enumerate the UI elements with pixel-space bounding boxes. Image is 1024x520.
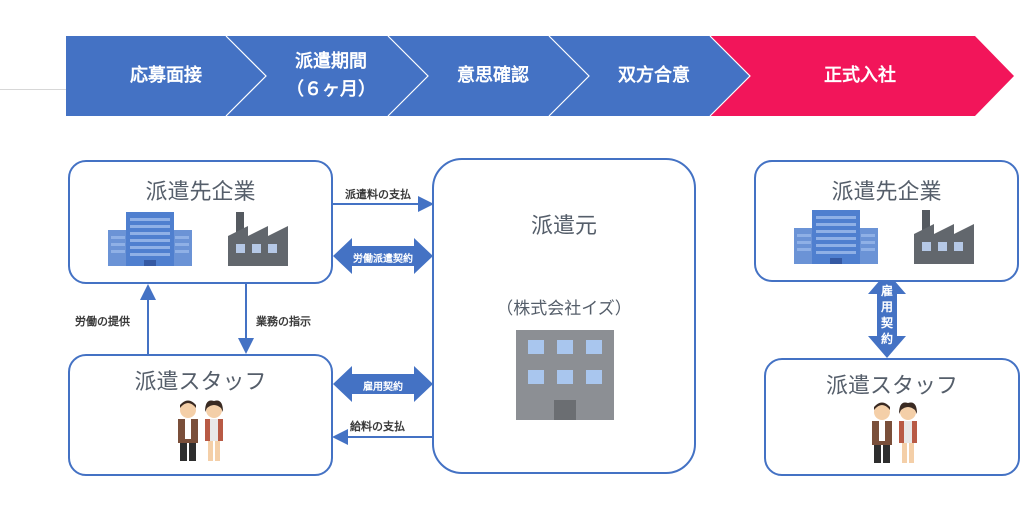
step-shape-4 [549, 36, 750, 116]
step-mutual-agreement: 双方合意 [618, 65, 690, 86]
client-company-box: 派遣先企業 [68, 160, 333, 284]
step-shape-1 [66, 36, 266, 116]
step-shape-3 [388, 36, 589, 116]
header-divider [0, 89, 66, 90]
step-intent-confirmation: 意思確認 [457, 65, 529, 86]
factory-icon [228, 212, 288, 266]
step-official-hire: 正式入社 [824, 65, 896, 86]
work-instruction-label: 業務の指示 [256, 315, 311, 328]
person-female-icon [899, 402, 917, 463]
person-male-icon [178, 400, 198, 461]
right-employment-contract-label: 雇 用 契 約 [880, 284, 893, 346]
salary-payment-label: 給料の支払 [350, 420, 405, 433]
client-company-title: 派遣先企業 [145, 180, 256, 205]
step-shape-2 [226, 36, 428, 116]
fee-payment-label: 派遣料の支払 [345, 188, 411, 201]
office-building-icon [108, 212, 192, 266]
labor-provision-label: 労働の提供 [75, 315, 130, 328]
person-female-icon [205, 400, 223, 461]
staff-box: 派遣スタッフ [68, 354, 333, 476]
step-dispatch-period: 派遣期間 （６ヶ月） [286, 51, 376, 100]
right-employment-contract-arrow [868, 272, 906, 358]
right-staff-title: 派遣スタッフ [825, 374, 958, 399]
process-flow-arrows [66, 35, 1014, 117]
office-building-icon [794, 210, 878, 264]
right-client-company-box: 派遣先企業 [754, 160, 1019, 282]
staff-title: 派遣スタッフ [134, 370, 267, 395]
dispatcher-box: 派遣元 （株式会社イズ） [432, 158, 696, 474]
dispatch-contract-arrow [333, 238, 433, 274]
employment-contract-label: 雇用契約 [363, 382, 403, 393]
dispatcher-title: 派遣元 [530, 214, 597, 239]
dispatch-contract-label: 労働派遣契約 [353, 254, 413, 265]
employment-contract-arrow [333, 366, 433, 402]
office-tower-icon [516, 330, 614, 420]
right-staff-box: 派遣スタッフ [764, 358, 1020, 476]
process-flow: 応募面接 派遣期間 （６ヶ月） 意思確認 双方合意 正式入社 [0, 0, 1024, 130]
step-shape-5 [710, 36, 1014, 116]
dispatcher-subtitle: （株式会社イズ） [496, 299, 632, 319]
factory-icon [914, 210, 974, 264]
right-client-company-title: 派遣先企業 [831, 180, 942, 205]
person-male-icon [872, 402, 892, 463]
step-interview: 応募面接 [130, 65, 202, 86]
